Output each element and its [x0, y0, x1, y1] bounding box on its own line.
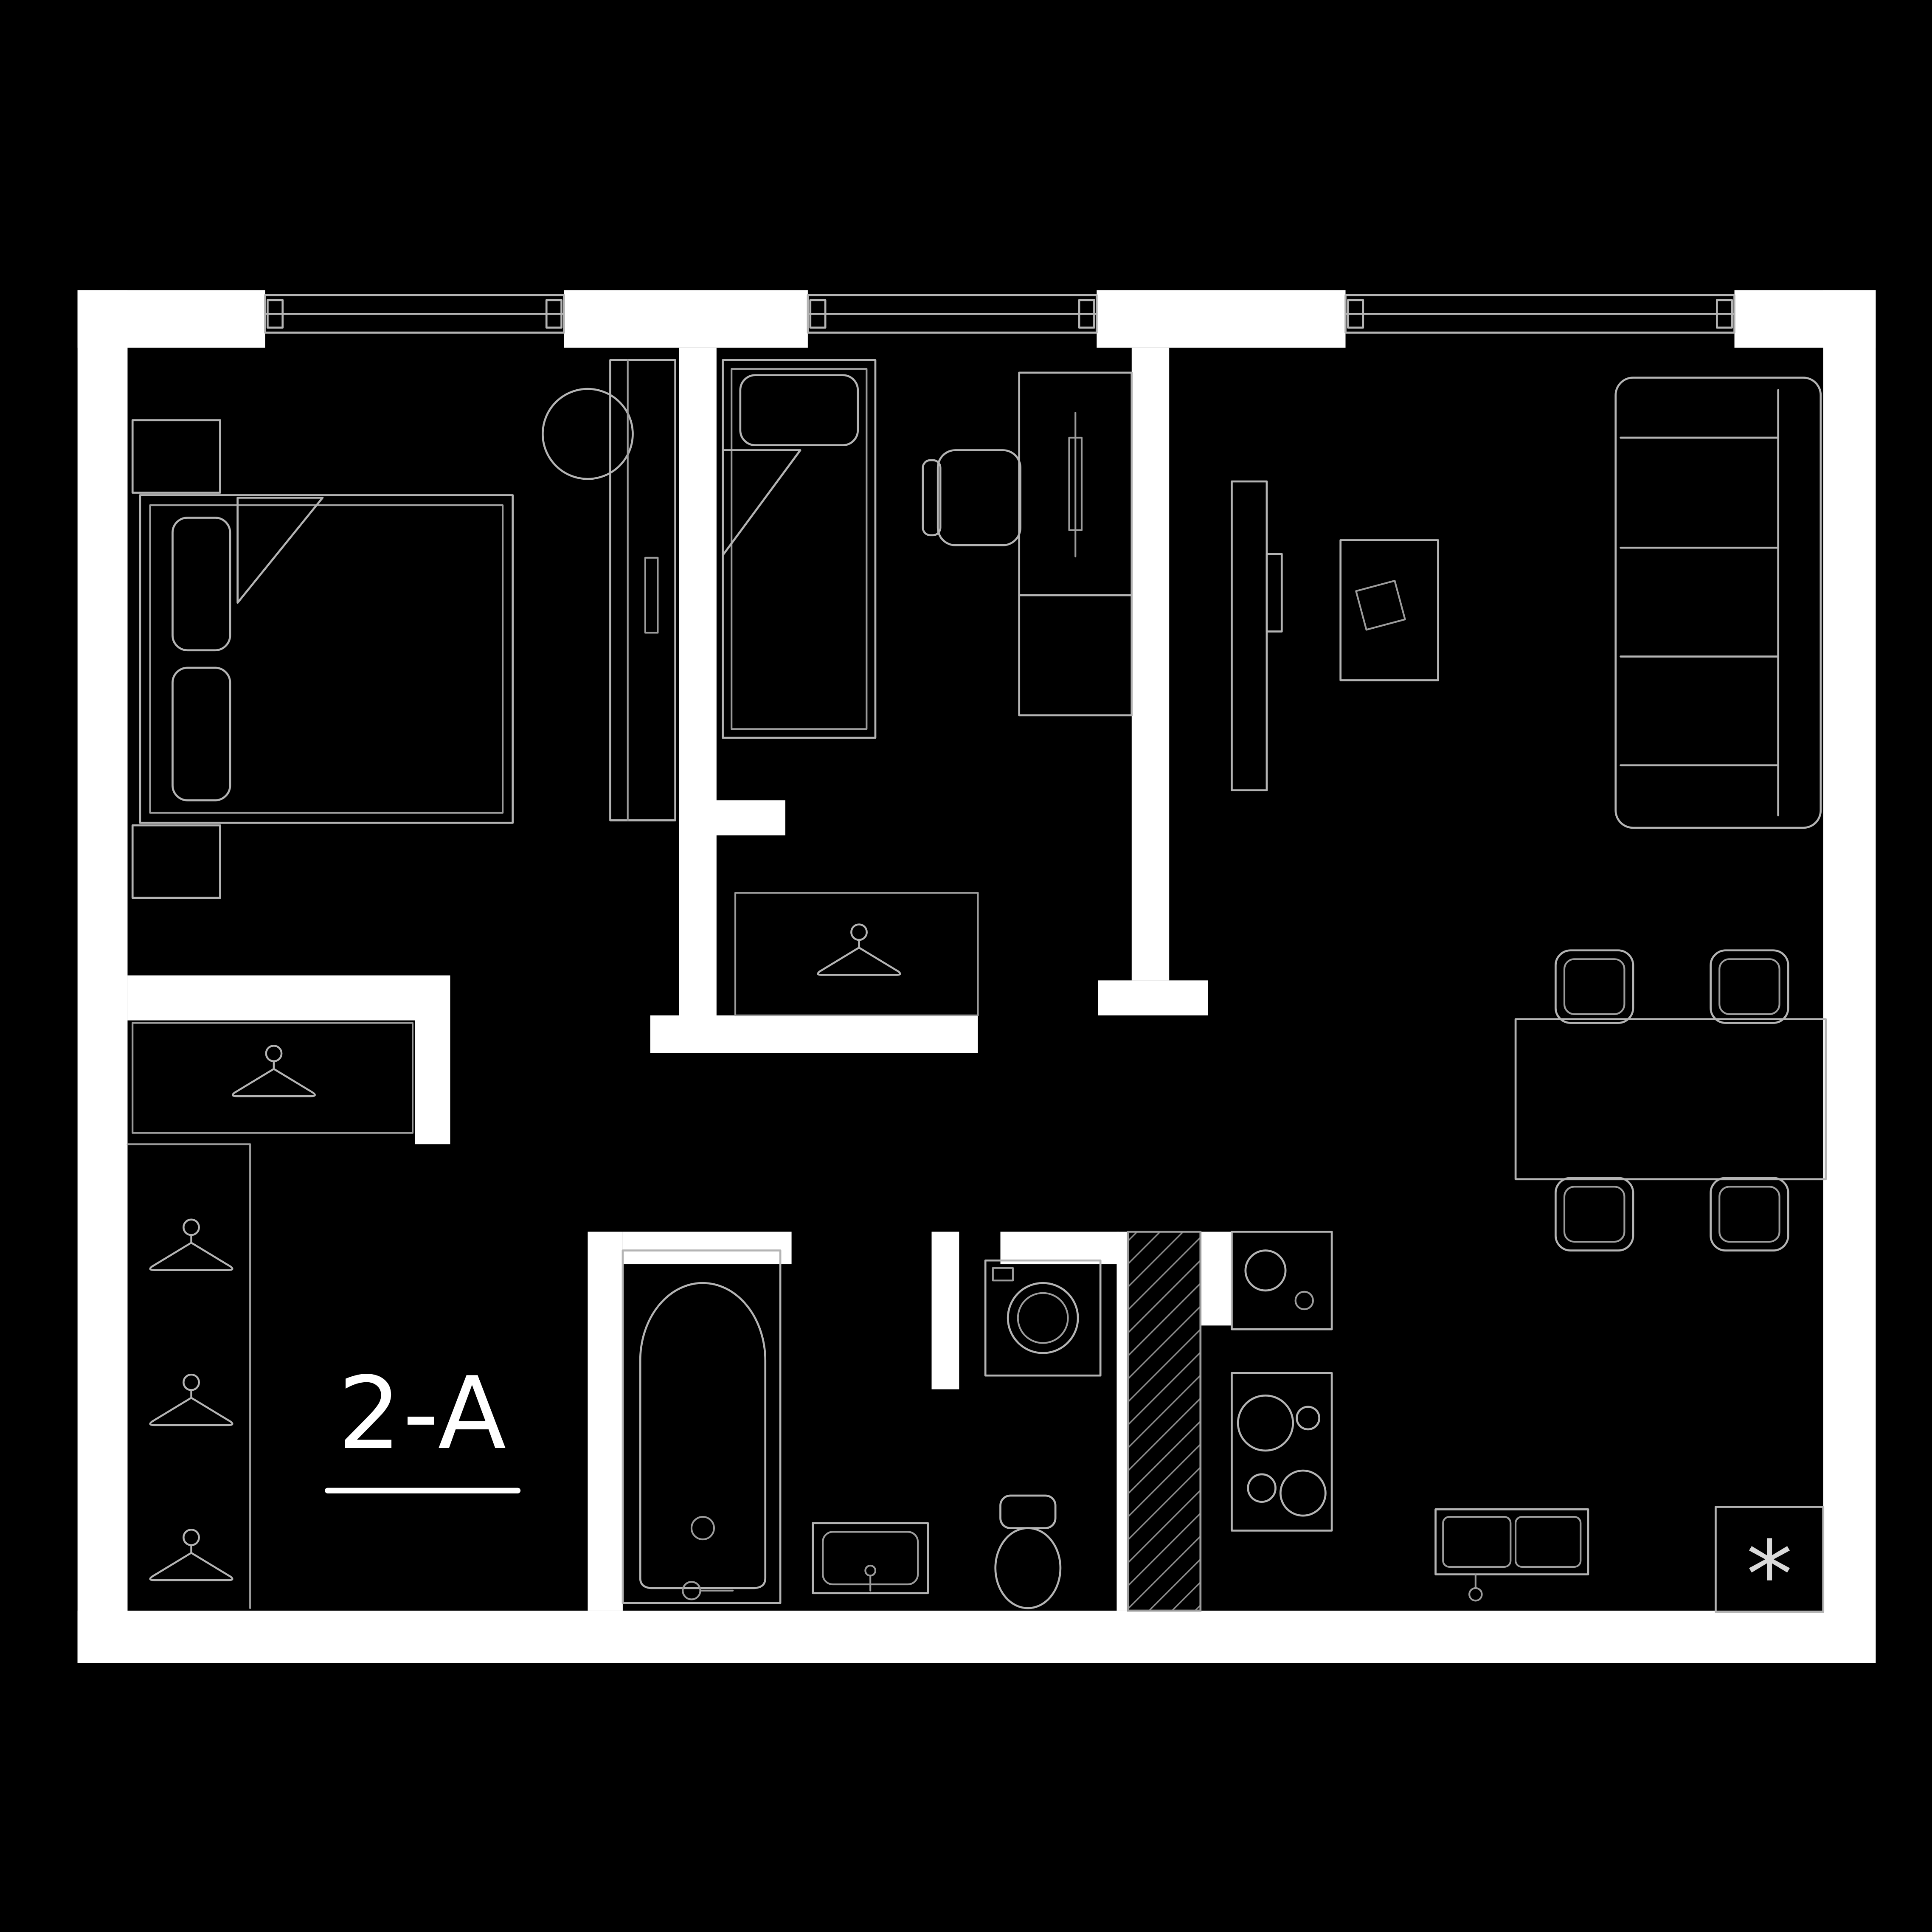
- wall-top-b: [564, 290, 808, 348]
- tv-screen-icon: [1266, 553, 1283, 633]
- stool-icon: [542, 388, 634, 480]
- window-1: [264, 294, 565, 334]
- wall-bath-divider: [931, 1232, 959, 1389]
- wall-bath-top-b: [1000, 1232, 1119, 1265]
- wall-bath-top-a: [622, 1232, 792, 1265]
- wall-bottom: [77, 1610, 1876, 1663]
- wall-bedroom1-lower: [127, 975, 415, 1021]
- tap-icon: [1468, 1587, 1483, 1602]
- wall-right: [1823, 290, 1876, 1663]
- double-bed-icon: [139, 494, 514, 824]
- dining-table-icon: [1514, 1018, 1827, 1181]
- wall-shaft-left: [1116, 1232, 1128, 1611]
- drain-icon: [690, 1516, 715, 1541]
- single-bed-icon: [722, 359, 877, 739]
- burner-icon: [1247, 1473, 1277, 1503]
- bathtub-icon: [622, 1249, 782, 1604]
- nightstand-icon: [131, 824, 221, 899]
- side-table-icon: [1339, 539, 1439, 681]
- bathroom: [622, 1249, 1102, 1609]
- wall-bedroom1-stub: [415, 975, 450, 1145]
- wardrobe-icon: [609, 359, 676, 821]
- sofa-icon: [1614, 377, 1822, 829]
- window-2: [807, 294, 1098, 334]
- wall-bedroom2-lower: [650, 1015, 978, 1053]
- freezer-symbol: *: [1746, 1521, 1793, 1629]
- ventilation-shaft: [1127, 1231, 1202, 1612]
- wall-cap: [1098, 980, 1208, 1015]
- wall-bath-left: [588, 1232, 623, 1611]
- living-room: [1231, 377, 1827, 1251]
- wall-bedroom2-living: [1131, 347, 1170, 981]
- dining-chair-icon: [1710, 949, 1789, 1024]
- walls: [77, 290, 1876, 1663]
- wall-bedroom1-bedroom2: [679, 347, 717, 1053]
- tub-faucet-icon: [682, 1581, 734, 1600]
- pillow-icon: [739, 374, 859, 447]
- wardrobe-niche: [734, 892, 979, 1016]
- bedroom-1: [131, 359, 676, 899]
- hall-closet: [127, 1143, 251, 1609]
- windows: [264, 294, 1735, 334]
- entry-wardrobe-niche: [132, 1022, 414, 1134]
- dining-chair-icon: [1555, 949, 1634, 1024]
- pillow-icon: [172, 666, 231, 801]
- desk-chair-icon: [922, 449, 1021, 546]
- tv-unit-icon: [1231, 480, 1283, 791]
- blanket-fold-icon: [722, 449, 801, 557]
- wall-left: [77, 290, 128, 1663]
- cooktop-icon: [1231, 1372, 1333, 1532]
- fridge-icon: *: [1715, 1506, 1825, 1629]
- kitchen-sink-cabinet-icon: [1231, 1231, 1333, 1330]
- wall-shaft-right: [1200, 1232, 1232, 1326]
- burner-icon: [1237, 1394, 1294, 1452]
- wall-jog: [679, 800, 785, 835]
- dining-chair-icon: [1555, 1177, 1634, 1251]
- blanket-fold-icon: [236, 497, 324, 604]
- unit-label: 2-A: [338, 1355, 508, 1472]
- hallway: 2-A: [127, 1022, 521, 1609]
- counter-sink-icon: [1434, 1508, 1589, 1602]
- bathroom-sink-icon: [812, 1522, 929, 1595]
- nightstand-icon: [131, 419, 221, 494]
- dining-chair-icon: [1710, 1177, 1789, 1251]
- kitchen: *: [1127, 1231, 1825, 1629]
- toilet-icon: [994, 1494, 1062, 1609]
- dining-set: [1514, 949, 1827, 1251]
- bedroom-2: [722, 359, 1133, 1016]
- desk-icon: [1018, 371, 1133, 717]
- washing-machine-icon: [984, 1259, 1102, 1377]
- burner-icon: [1296, 1406, 1320, 1431]
- cabinet-icon: [1018, 594, 1133, 717]
- wall-top-c: [1097, 290, 1346, 348]
- burner-icon: [1279, 1469, 1327, 1517]
- window-3: [1344, 294, 1735, 334]
- pillow-icon: [172, 517, 231, 652]
